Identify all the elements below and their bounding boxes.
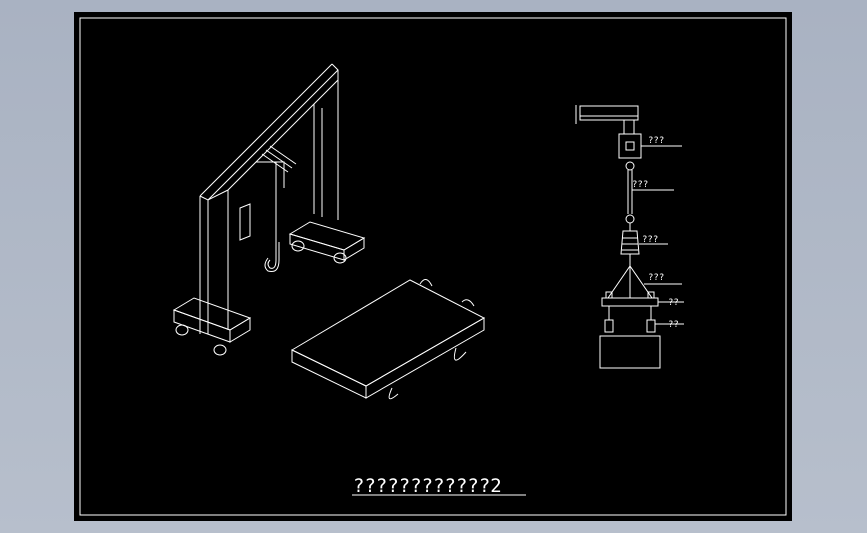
label-hook-block: ??? (642, 235, 658, 245)
label-shackles: ?? (668, 320, 679, 330)
drawing-title: ????????????2 (353, 475, 502, 497)
flat-cart (290, 279, 486, 400)
label-trolley: ??? (648, 136, 664, 146)
label-spreader-beam: ?? (668, 298, 679, 308)
inner-frame (79, 17, 787, 516)
drawing-sheet: ??? ??? ??? ??? ?? ?? ????????????2 (74, 12, 792, 521)
gantry-crane (172, 63, 366, 356)
label-rope: ??? (632, 180, 648, 190)
label-sling: ??? (648, 273, 664, 283)
cad-drawing: ??? ??? ??? ??? ?? ?? ????????????2 (79, 17, 787, 516)
lifting-assembly (575, 105, 684, 369)
